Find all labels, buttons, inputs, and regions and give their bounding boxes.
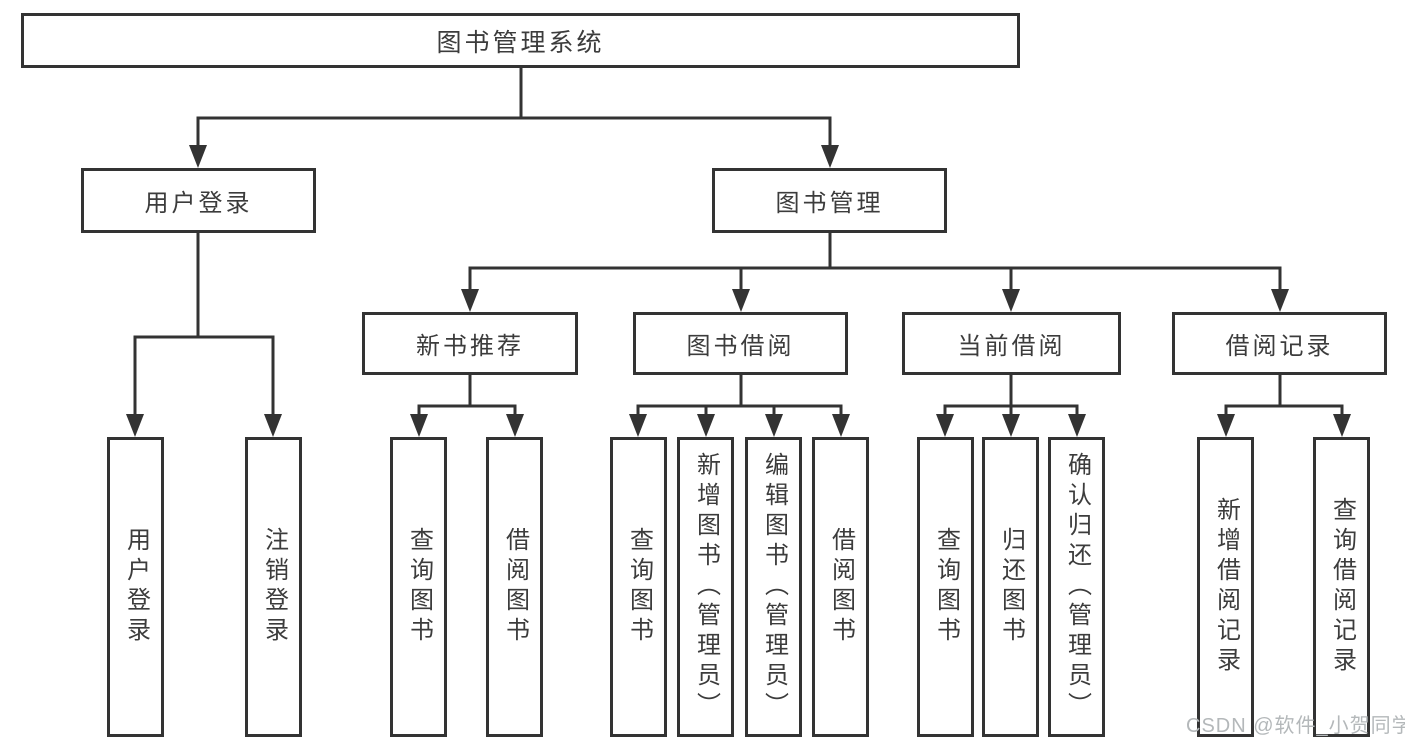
arrowhead: [629, 414, 647, 437]
leaf-label: 借阅图书: [827, 527, 855, 647]
leaf-label: 查询图书: [405, 527, 433, 647]
leaf-nb-borrow-books: 借阅图书: [486, 437, 543, 737]
leaf-bb-edit-books-admin: 编辑图书（管理员）: [745, 437, 802, 737]
leaf-bb-query-books: 查询图书: [610, 437, 667, 737]
leaf-cb-return-books: 归还图书: [982, 437, 1039, 737]
leaf-bb-borrow-books: 借阅图书: [812, 437, 869, 737]
node-root: 图书管理系统: [21, 13, 1020, 68]
arrowhead: [410, 414, 428, 437]
arrowhead: [732, 289, 750, 312]
node-user-login: 用户登录: [81, 168, 316, 233]
node-book-borrow: 图书借阅: [633, 312, 848, 375]
node-new-book-recommend: 新书推荐: [362, 312, 578, 375]
connector-borrow-records-children: [1224, 373, 1344, 421]
arrowhead: [461, 289, 479, 312]
leaf-label: 注销登录: [260, 527, 288, 647]
connector-user-login-children: [133, 231, 275, 421]
arrowhead: [1271, 289, 1289, 312]
leaf-label: 编辑图书（管理员）: [760, 452, 788, 722]
leaf-bb-add-books-admin: 新增图书（管理员）: [677, 437, 734, 737]
leaf-br-query-record: 查询借阅记录: [1313, 437, 1370, 737]
leaf-label: 新增借阅记录: [1212, 497, 1240, 677]
arrowhead: [1002, 289, 1020, 312]
arrowhead: [936, 414, 954, 437]
leaf-label: 查询借阅记录: [1328, 497, 1356, 677]
arrowhead: [821, 145, 839, 168]
leaf-label: 查询图书: [932, 527, 960, 647]
arrowhead: [126, 414, 144, 437]
leaf-label: 借阅图书: [501, 527, 529, 647]
node-borrow-records: 借阅记录: [1172, 312, 1387, 375]
arrowhead: [1333, 414, 1351, 437]
leaf-label: 查询图书: [625, 527, 653, 647]
leaf-cb-confirm-return-admin: 确认归还（管理员）: [1048, 437, 1105, 737]
arrowhead: [1002, 414, 1020, 437]
connector-root-to-level1: [196, 65, 832, 152]
arrowhead: [1068, 414, 1086, 437]
arrowhead: [506, 414, 524, 437]
arrowhead: [697, 414, 715, 437]
leaf-nb-query-books: 查询图书: [390, 437, 447, 737]
arrowhead: [264, 414, 282, 437]
leaf-label: 新增图书（管理员）: [692, 452, 720, 722]
connector-book-borrow-children: [636, 373, 843, 421]
leaf-label: 确认归还（管理员）: [1063, 452, 1091, 722]
watermark: CSDN @软件_小贺同学: [1186, 715, 1405, 737]
node-current-borrow: 当前借阅: [902, 312, 1121, 375]
arrowheads: [126, 145, 1351, 437]
arrowhead: [765, 414, 783, 437]
connector-new-book-children: [417, 373, 517, 421]
node-book-management: 图书管理: [712, 168, 947, 233]
arrowhead: [1217, 414, 1235, 437]
connector-current-borrow-children: [943, 373, 1079, 421]
leaf-cb-query-books: 查询图书: [917, 437, 974, 737]
leaf-label: 归还图书: [997, 527, 1025, 647]
arrowhead: [189, 145, 207, 168]
leaf-label: 用户登录: [122, 527, 150, 647]
leaf-logout: 注销登录: [245, 437, 302, 737]
leaf-br-add-record: 新增借阅记录: [1197, 437, 1254, 737]
arrowhead: [832, 414, 850, 437]
leaf-user-login: 用户登录: [107, 437, 164, 737]
connector-book-management-children: [468, 231, 1282, 296]
